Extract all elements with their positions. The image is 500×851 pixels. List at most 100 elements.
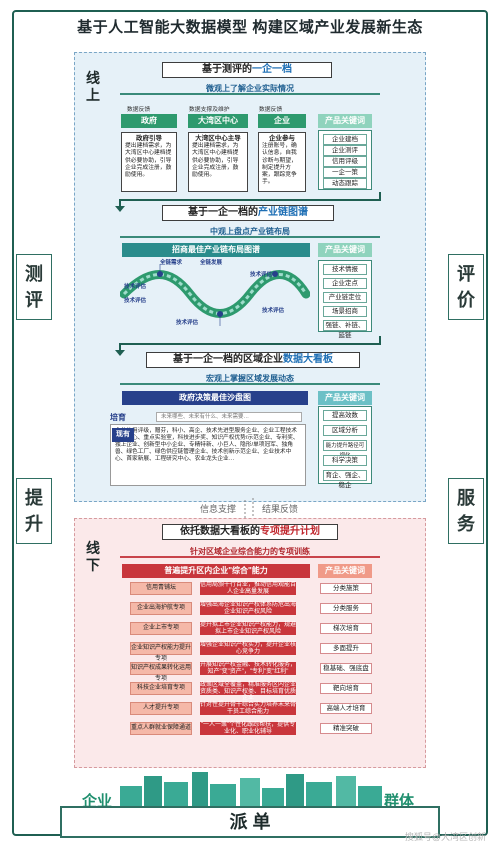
sec2-keyword-5: 强链、补链、延链 [323, 320, 367, 339]
sec1-keywords-title: 产品关键词 [318, 114, 372, 128]
wave-tag-1: 全链需求 [160, 260, 183, 266]
offline-row-project: 重点人群就业保障通道 [130, 722, 192, 735]
sec1-keyword-box: 企业建档 企业测评 信用评级 一企一策 动态跟踪 [318, 130, 372, 190]
sec2-title-highlight: 产业链图谱 [258, 207, 308, 218]
sec1-keyword-2: 企业测评 [323, 145, 367, 156]
card-enterprise-body: 注册账号，确认信息，自我诊断与期望，制定提升方案，跟踪竞争手。 [262, 143, 297, 186]
offline-row-keyword: 高端人才培育 [320, 703, 372, 714]
industry-chain-wave [120, 264, 310, 326]
online-tag: 线上 [86, 70, 100, 103]
sec4-bar: 普遍提升区内企业"综合"能力 [122, 564, 310, 578]
sec3-prompt-bar: 未来哪些、未来有什么、未来需要… [156, 412, 302, 422]
chip-government: 政府 [121, 114, 177, 128]
wave-tag-3: 技术评估 [124, 284, 147, 290]
sec3-subtitle: 宏观上掌握区域发展动态 [120, 373, 380, 385]
sec3-bar: 政府决策最佳沙盘图 [122, 391, 308, 405]
card-gba-center-body: 提出建档需求，为大湾区中心建档提供必要协助，引导企业完成注册，鼓励使用。 [192, 143, 239, 179]
sec1-title-highlight: 一企一档 [252, 64, 292, 75]
offline-row-keyword: 稳基础、强底盘 [320, 663, 372, 674]
offline-row-keyword: 靶向培育 [320, 683, 372, 694]
offline-row-project: 企业知识产权能力提升专项 [130, 642, 192, 662]
sec2-subtitle: 中观上盘点产业链布局 [120, 226, 380, 238]
side-label-service: 服务 [448, 478, 484, 544]
sec1-headers: 数据反馈 数据支撑及维护 数据反馈 [123, 104, 308, 113]
page-title: 基于人工智能大数据模型 构建区域产业发展新生态 [77, 19, 423, 36]
sec3-keyword-1: 提高效数 [323, 410, 367, 421]
offline-row-project: 知识产权成果转化运用专项 [130, 662, 192, 682]
card-gba-center-title: 大湾区中心主导 [195, 135, 241, 142]
offline-row-description: 提升拟上市企业知识产权能力，规避拟上市企业知识产权风险 [200, 622, 297, 635]
flow-label-result-feedback: 结果反馈 [262, 504, 299, 514]
sec3-info-box: 企业信用评级，赠芬，科小、高企、技术先进型服务企业、企业工程技术研究中心、重点实… [110, 424, 306, 486]
sec3-keywords-title: 产品关键词 [318, 391, 372, 405]
card-gba-center: 大湾区中心主导 提出建档需求，为大湾区中心建档提供必要协助，引导企业完成注册，鼓… [188, 132, 248, 192]
sec1-keyword-5: 动态跟踪 [323, 178, 367, 189]
sec4-subtitle: 针对区域企业综合能力的专项训练 [120, 546, 380, 558]
offline-row-keyword: 精准突破 [320, 723, 372, 734]
sec1-title-prefix: 基于测评的 [202, 64, 252, 75]
sec3-tag-cultivate: 培育 [110, 413, 126, 422]
card-enterprise: 企业参与 注册账号，确认信息，自我诊断与期望，制定提升方案，跟踪竞争手。 [258, 132, 306, 192]
offline-row-keyword: 多面提升 [320, 643, 372, 654]
connector-arrow-1 [115, 192, 381, 212]
sec1-header-1: 数据反馈 [127, 107, 151, 113]
offline-tag: 线下 [86, 540, 100, 573]
side-label-evaluate: 测评 [16, 254, 52, 320]
sec1-title: 基于测评的一企一档 [162, 62, 332, 78]
bottom-left-word: 企业 [82, 793, 113, 810]
sec3-title: 基于一企一档的区域企业数据大看板 [146, 352, 360, 368]
sec3-keyword-4: 科学决策 [323, 455, 367, 466]
card-government: 政府引导 提出建档需求，为大湾区中心建档提供必要协助，引导企业完成注册，鼓励使用… [121, 132, 177, 192]
sec2-keyword-2: 企业定点 [323, 278, 367, 289]
sec4-title-prefix: 依托数据大看板的 [180, 526, 260, 537]
wave-tag-7: 技术评估 [262, 308, 285, 314]
sec1-keyword-3: 信用评级 [323, 156, 367, 167]
sec2-keyword-1: 技术情报 [323, 264, 367, 275]
sec2-title: 基于一企一档的产业链图谱 [162, 205, 334, 221]
sec1-subtitle: 微观上了解企业实际情况 [120, 83, 380, 95]
flow-label-info-support: 信息支撑 [200, 504, 237, 514]
sec3-title-prefix: 基于一企一档的区域企业 [173, 354, 283, 365]
chip-gba-center: 大湾区中心 [188, 114, 248, 128]
offline-row-project: 企业上市专项 [130, 622, 192, 635]
sec3-keyword-3: 能力提升路径可视化 [323, 440, 367, 459]
offline-row-project: 企业出海护航专项 [130, 602, 192, 615]
sec1-header-3: 数据反馈 [259, 107, 283, 113]
offline-row-project: 科技企业培育专项 [130, 682, 192, 695]
sec3-keyword-5: 育企、强企、稳企 [323, 470, 367, 489]
connector-arrow-2 [115, 336, 381, 356]
wave-tag-4: 技术评估 [124, 298, 147, 304]
wave-tag-6: 技术评估 [176, 320, 199, 326]
watermark: 搜狐号@大湾区创新 [404, 832, 486, 842]
offline-row-description: 针对性提升骨干综合实力培养未来骨干员工综合能力 [200, 702, 297, 715]
sec2-keyword-4: 场景招商 [323, 306, 367, 317]
sec3-keyword-box: 提高效数 区域分析 能力提升路径可视化 科学决策 育企、强企、稳企 [318, 406, 372, 489]
sec2-keyword-box: 技术情报 企业定点 产业链定位 场景招商 强链、补链、延链 [318, 260, 372, 339]
dispatch-pill: 派 单 [60, 806, 440, 838]
sec4-title: 依托数据大看板的专项提升计划 [162, 524, 338, 540]
sec1-keyword-4: 一企一策 [323, 167, 367, 178]
sec2-keyword-3: 产业链定位 [323, 292, 367, 303]
offline-row-description: 增强企业知识产权实力，提升企业核心竞争力 [200, 642, 297, 655]
side-label-improve: 提升 [16, 478, 52, 544]
sec3-keyword-2: 区域分析 [323, 425, 367, 436]
skyline-illustration [110, 770, 390, 806]
bottom-right-word: 群体 [384, 793, 415, 810]
offline-row-description: 政策区域全覆盖，精准服务区内企业资质类、知识产权类、目标培育优质企业 [200, 682, 297, 701]
sec1-keyword-1: 企业建档 [323, 134, 367, 145]
offline-row-description: 信用局颁干行百业，推动信用观能百人企业高量发展 [200, 582, 297, 595]
sec2-title-prefix: 基于一企一档的 [188, 207, 258, 218]
offline-row-project: 信用青铺坛 [130, 582, 192, 595]
sec1-header-2: 数据支撑及维护 [189, 107, 230, 113]
sec4-keywords-title: 产品关键词 [318, 564, 372, 578]
offline-row-keyword: 分类服务 [320, 603, 372, 614]
card-government-title: 政府引导 [136, 135, 162, 142]
side-label-assess: 评价 [448, 254, 484, 320]
sec3-info-text: 企业信用评级，赠芬，科小、高企、技术先进型服务企业、企业工程技术研究中心、重点实… [115, 428, 299, 462]
flow-arrows [244, 498, 254, 518]
sec3-tag-existing: 现有 [112, 428, 134, 442]
card-government-body: 提出建档需求，为大湾区中心建档提供必要协助，引导企业完成注册，鼓励使用。 [125, 143, 172, 179]
card-enterprise-title: 企业参与 [269, 135, 295, 142]
sec2-keywords-title: 产品关键词 [318, 243, 372, 257]
sec4-title-highlight: 专项提升计划 [260, 526, 320, 537]
